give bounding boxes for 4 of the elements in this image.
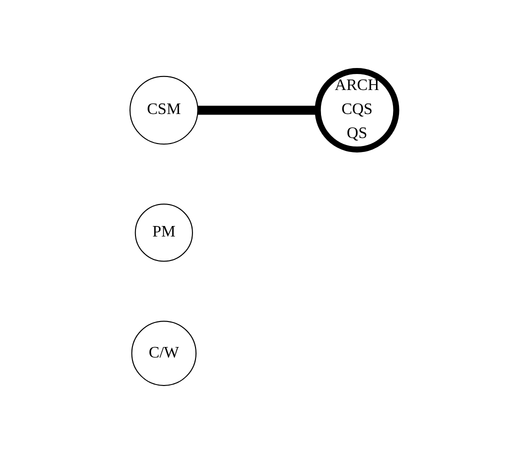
node-circle: PM bbox=[135, 204, 194, 262]
node-circle: CSM bbox=[130, 76, 199, 145]
node-circle: ARCH CQS QS bbox=[315, 68, 400, 153]
node-circle: C/W bbox=[132, 321, 197, 386]
